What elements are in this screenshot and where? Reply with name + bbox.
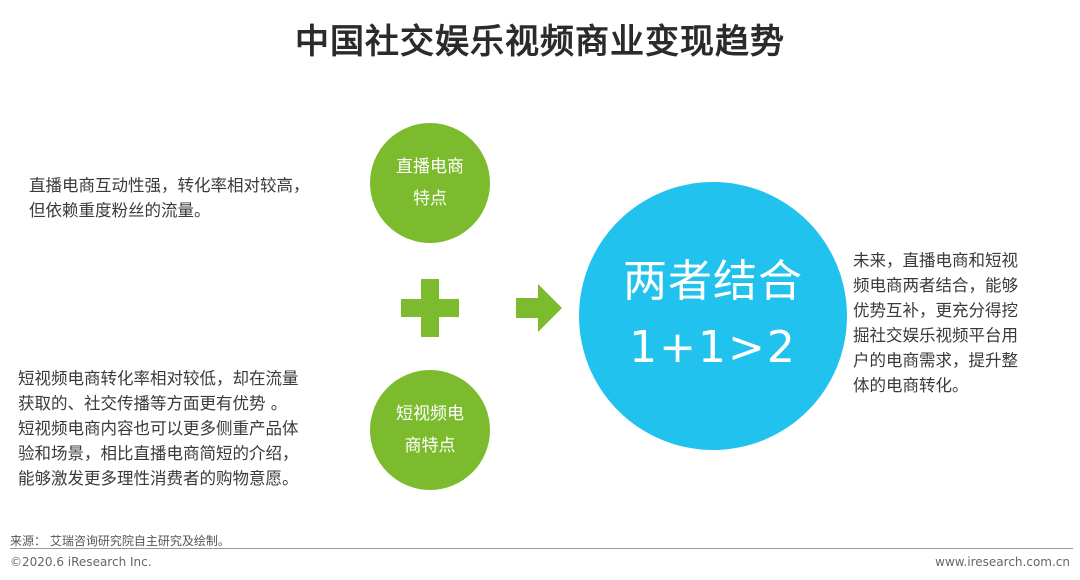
combined-desc-line-5: 户的电商需求，提升整 [853, 351, 1018, 370]
combined-desc-line-2: 频电商两者结合，能够 [853, 276, 1018, 295]
combined-description: 未来，直播电商和短视 频电商两者结合，能够 优势互补，更充分得挖 掘社交娱乐视频… [853, 248, 1068, 398]
short-desc-line-1: 短视频电商转化率相对较低，却在流量 [18, 369, 299, 388]
short-circle-label-2: 商特点 [404, 436, 456, 456]
page-title: 中国社交娱乐视频商业变现趋势 [295, 22, 785, 62]
short-desc-line-2: 获取的、社交传播等方面更有优势 。 [18, 394, 288, 413]
short-video-ecommerce-description: 短视频电商转化率相对较低，却在流量 获取的、社交传播等方面更有优势 。 短视频电… [18, 366, 370, 491]
combined-label: 两者结合 [623, 256, 803, 307]
live-desc-line-1: 直播电商互动性强，转化率相对较高， [29, 176, 310, 195]
combined-result-circle: 两者结合 1+1>2 [579, 182, 847, 450]
short-desc-line-4: 验和场景，相比直播电商简短的介绍， [18, 444, 299, 463]
combined-desc-line-1: 未来，直播电商和短视 [853, 251, 1018, 270]
live-ecommerce-circle: 直播电商 特点 [370, 123, 490, 243]
plus-vertical-bar [421, 279, 439, 337]
short-desc-line-5: 能够激发更多理性消费者的购物意愿。 [18, 469, 299, 488]
combined-desc-line-3: 优势互补，更充分得挖 [853, 301, 1018, 320]
footer-divider [10, 548, 1073, 549]
short-video-ecommerce-circle: 短视频电 商特点 [370, 370, 490, 490]
short-desc-line-3: 短视频电商内容也可以更多侧重产品体 [18, 419, 299, 438]
live-circle-label-1: 直播电商 [396, 157, 464, 177]
live-ecommerce-description: 直播电商互动性强，转化率相对较高， 但依赖重度粉丝的流量。 [29, 173, 374, 223]
source-note: 来源： 艾瑞咨询研究院自主研究及绘制。 [10, 534, 230, 548]
combined-equation: 1+1>2 [629, 322, 797, 373]
combined-desc-line-6: 体的电商转化。 [853, 376, 969, 395]
right-arrow-icon [516, 284, 562, 332]
copyright-text: ©2020.6 iResearch Inc. [10, 555, 152, 569]
live-circle-label-2: 特点 [413, 189, 447, 209]
website-link[interactable]: www.iresearch.com.cn [935, 555, 1070, 569]
short-circle-label-1: 短视频电 [396, 404, 464, 424]
plus-icon [401, 279, 459, 337]
combined-desc-line-4: 掘社交娱乐视频平台用 [853, 326, 1018, 345]
live-desc-line-2: 但依赖重度粉丝的流量。 [29, 201, 211, 220]
